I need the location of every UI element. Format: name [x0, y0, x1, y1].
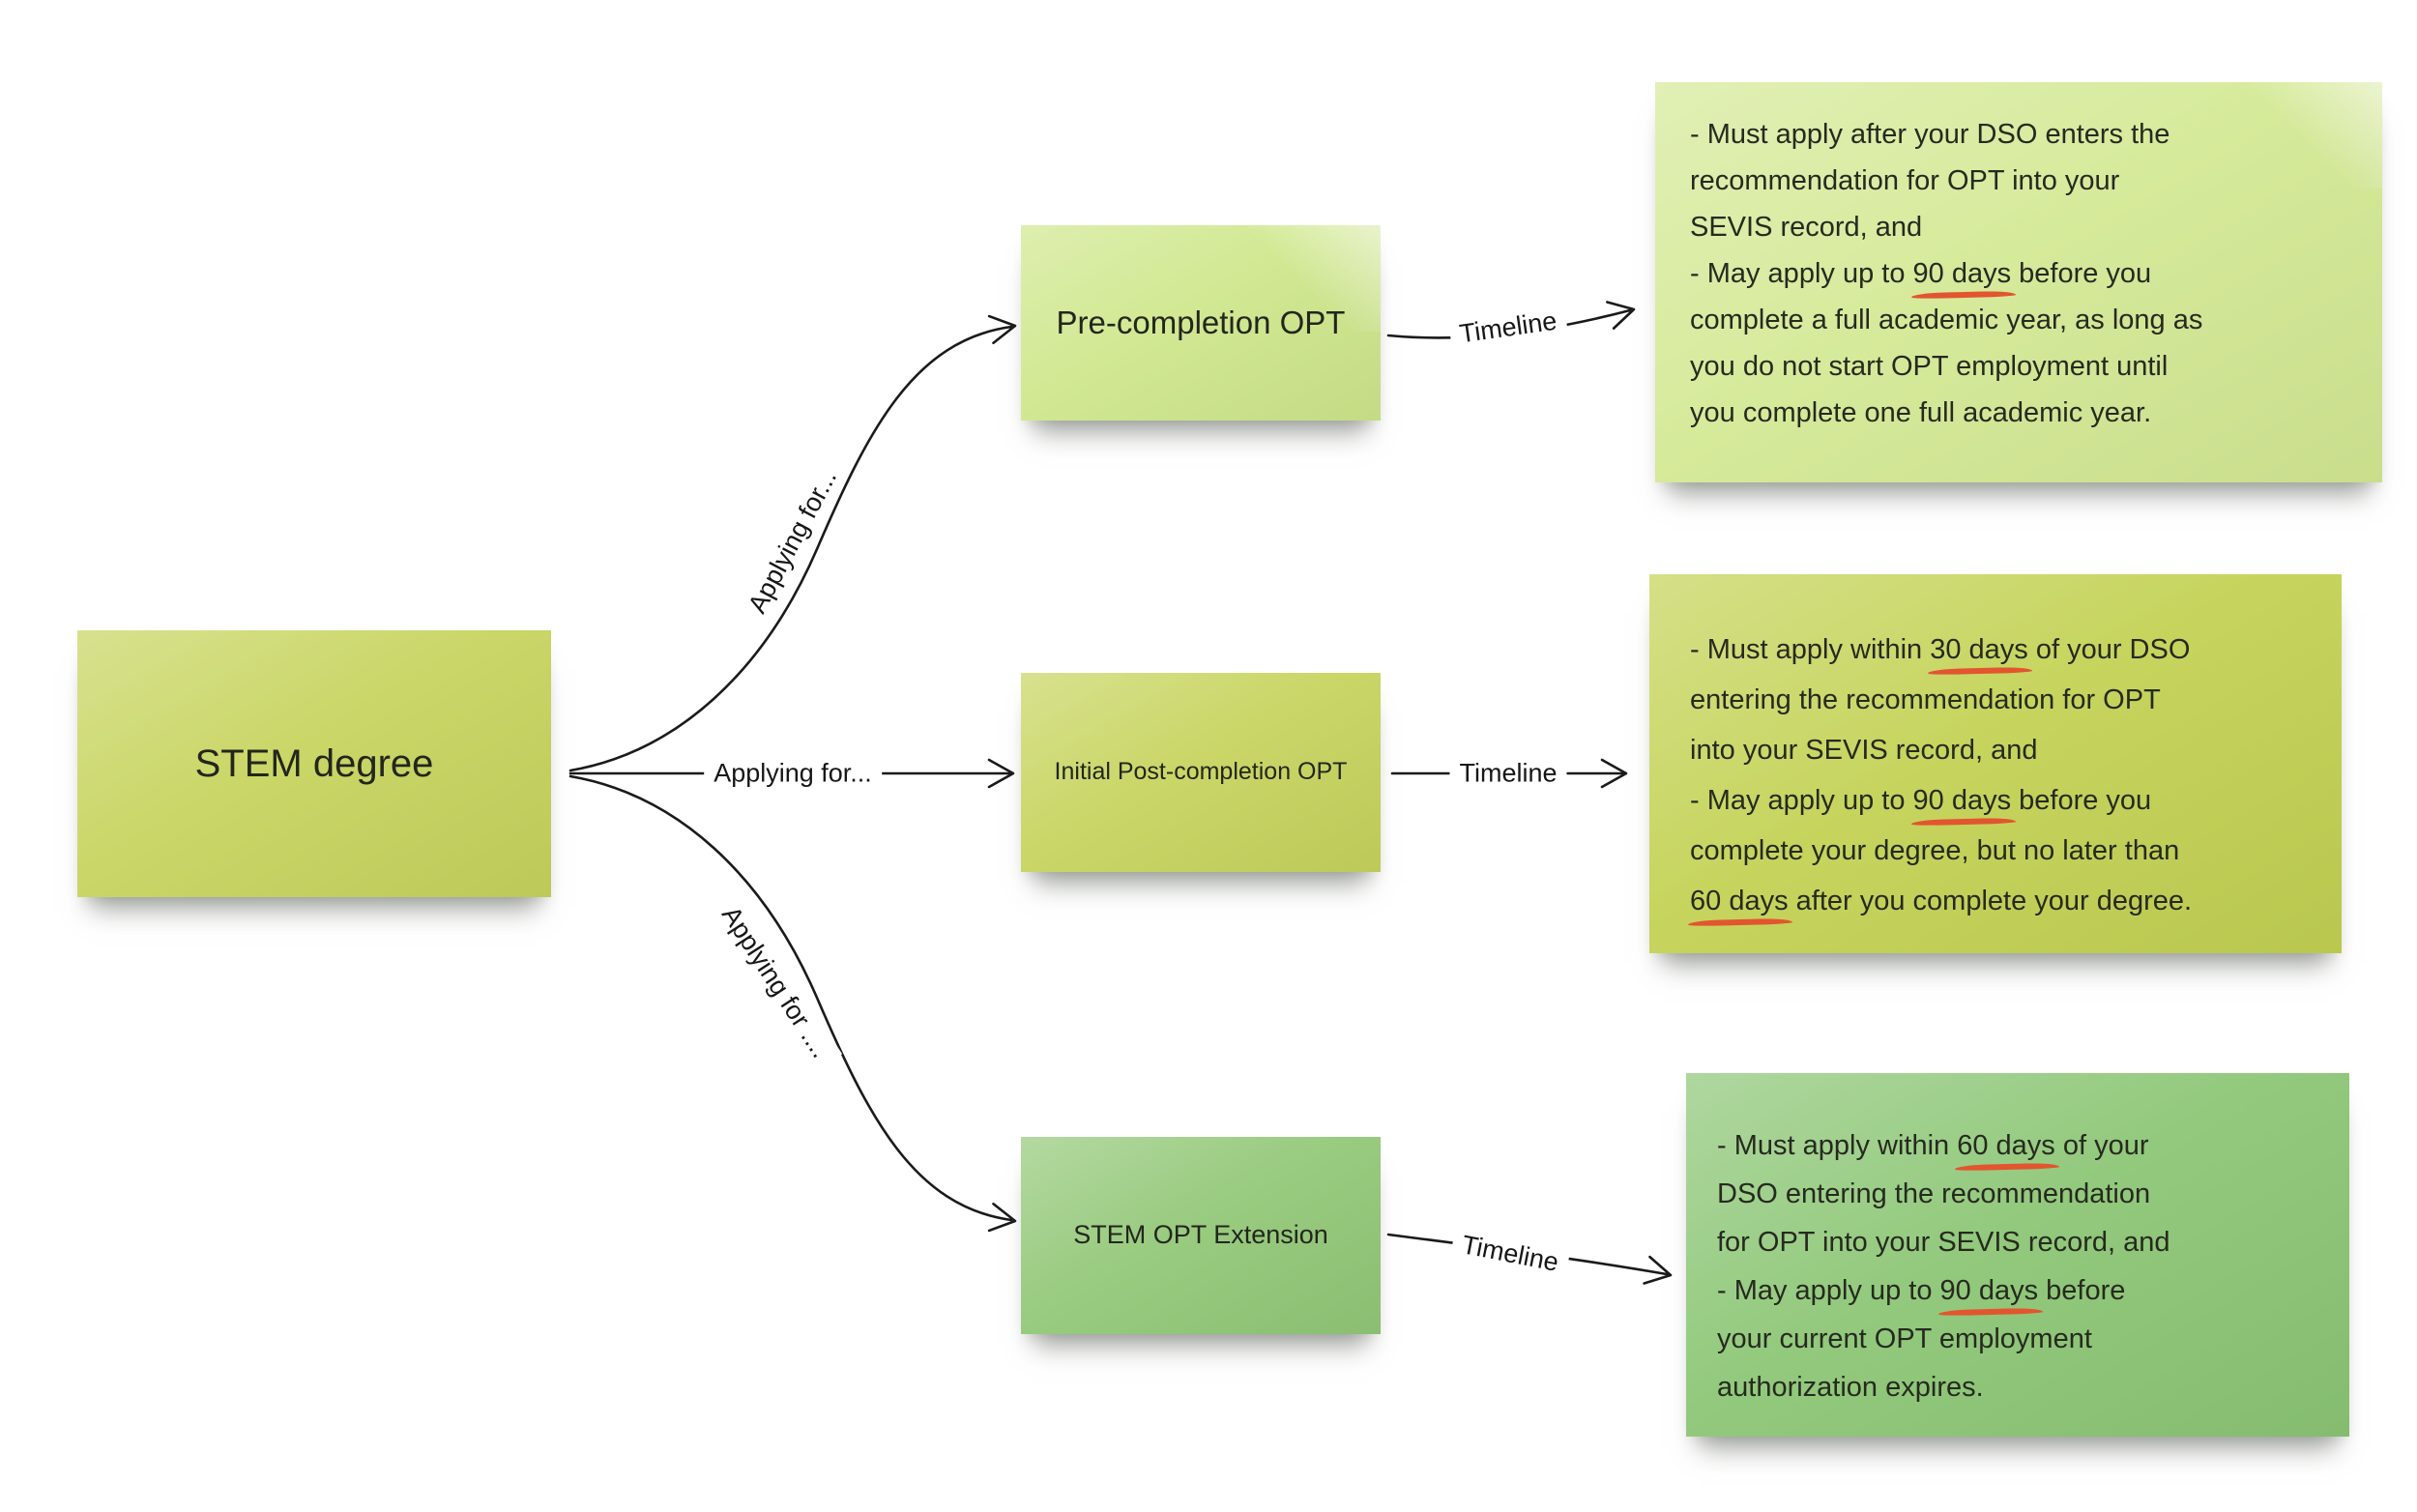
note-detail-stem-opt-extension: - Must apply within 60 days of your DSO …: [1686, 1073, 2349, 1437]
edge-branch-bottom: [568, 774, 1017, 1233]
note-title: STEM OPT Extension: [1073, 1220, 1328, 1250]
note-body-text: - Must apply within 30 days of your DSO …: [1690, 634, 2193, 916]
note-title: Initial Post-completion OPT: [1054, 758, 1348, 786]
arrowhead-icon: [987, 758, 1015, 789]
note-detail-pre-completion: - Must apply after your DSO enters the r…: [1655, 82, 2382, 482]
note-body-text: - Must apply after your DSO enters the r…: [1690, 119, 2203, 428]
note-initial-post-completion-opt: Initial Post-completion OPT: [1021, 673, 1381, 872]
note-title: STEM degree: [194, 742, 434, 785]
note-detail-initial-post-completion: - Must apply within 30 days of your DSO …: [1649, 574, 2342, 953]
edge-label-applying-for-middle: Applying for...: [704, 756, 882, 791]
arrowhead-icon: [1643, 1255, 1673, 1285]
note-stem-opt-extension: STEM OPT Extension: [1021, 1137, 1381, 1334]
note-body-text: - Must apply within 60 days of your DSO …: [1717, 1130, 2170, 1403]
arrowhead-icon: [987, 314, 1017, 345]
arrowhead-icon: [1600, 758, 1628, 789]
note-title: Pre-completion OPT: [1056, 305, 1346, 341]
note-pre-completion-opt: Pre-completion OPT: [1021, 225, 1381, 421]
note-stem-degree: STEM degree: [77, 630, 551, 897]
edge-branch-top: [568, 314, 1017, 772]
edge-label-timeline-middle: Timeline: [1449, 756, 1567, 791]
arrowhead-icon: [987, 1202, 1017, 1233]
arrowhead-icon: [1606, 301, 1636, 330]
